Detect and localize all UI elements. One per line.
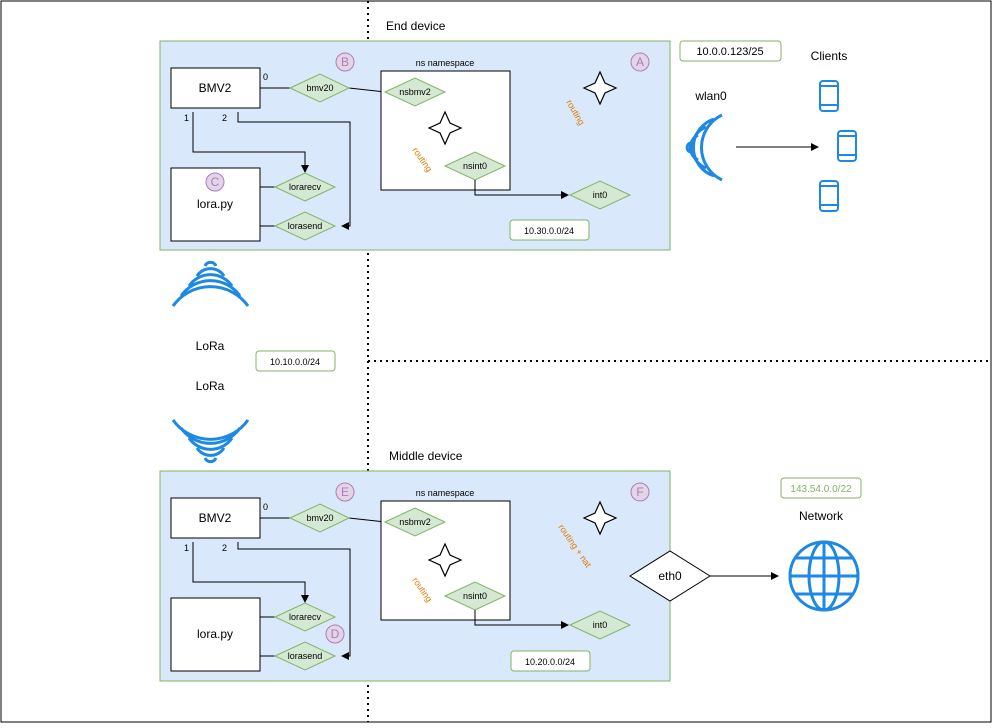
end-ns-title: ns namespace (416, 58, 475, 68)
middle-ns-title: ns namespace (416, 488, 475, 498)
eth0-label: eth0 (658, 569, 682, 583)
lora-bottom-wifi-icon (171, 419, 250, 464)
end-badge-c (205, 172, 225, 192)
network-subnet-box: 143.54.0.0/22 (780, 477, 862, 499)
end-bmv20-label: bmv20 (306, 83, 333, 93)
middle-nsint0-interface (443, 581, 507, 611)
network-subnet-label: 143.54.0.0/22 (790, 484, 852, 495)
end-badge-a-label: A (636, 55, 644, 69)
middle-bmv2-label: BMV2 (199, 511, 232, 525)
middle-device-title: Middle device (389, 449, 463, 463)
middle-subnet-label: 10.20.0.0/24 (525, 657, 575, 667)
end-nsbmv2-label: nsbmv2 (399, 87, 431, 97)
end-subnet-label: 10.30.0.0/24 (524, 226, 574, 236)
network-label: Network (799, 509, 844, 523)
middle-port-2: 2 (222, 543, 227, 553)
middle-bmv20-to-nsbmv2-link (348, 517, 386, 523)
middle-port1-to-lorarecv-arrow (192, 542, 309, 603)
middle-nsbmv2-label: nsbmv2 (399, 517, 431, 527)
end-port-0: 0 (263, 72, 268, 82)
wlan-subnet-label: 10.0.0.123/25 (696, 46, 763, 58)
end-badge-c-label: C (211, 175, 220, 189)
end-int0-label: int0 (593, 190, 608, 200)
end-bmv2-label: BMV2 (199, 81, 232, 95)
end-bmv2-box (170, 67, 261, 109)
end-port2-to-lorasend-arrow (237, 112, 351, 230)
end-nsint0-interface (443, 151, 507, 181)
middle-int0-interface (568, 610, 632, 640)
lora-bottom-label: LoRa (196, 379, 225, 393)
middle-port-0: 0 (263, 502, 268, 512)
end-lorarecv-label: lorarecv (289, 182, 322, 192)
middle-badge-f (630, 482, 650, 502)
middle-badge-f-label: F (636, 485, 643, 499)
middle-port-1: 1 (184, 543, 189, 553)
middle-lora-py-label: lora.py (197, 627, 233, 641)
end-lorasend-label: lorasend (288, 221, 323, 231)
middle-lora-py-box (170, 597, 261, 672)
end-badge-a (630, 52, 650, 72)
lora-top-label: LoRa (196, 339, 225, 353)
middle-nsbmv2-interface (383, 507, 447, 537)
middle-bmv20-label: bmv20 (306, 513, 333, 523)
middle-badge-d (325, 624, 345, 644)
end-badge-b-label: B (341, 55, 349, 69)
end-subnet-box: 10.30.0.0/24 (509, 219, 590, 241)
lora-top-wifi-icon (171, 260, 250, 307)
end-device-title: End device (386, 19, 446, 33)
end-nsint0-to-int0-arrow (474, 180, 569, 199)
end-port-2: 2 (222, 113, 227, 123)
end-int0-interface (568, 180, 632, 210)
wlan0-wifi-icon (685, 113, 723, 182)
end-port1-to-lorarecv-arrow (192, 112, 309, 173)
middle-nsint0-to-int0-arrow (474, 610, 569, 629)
wlan0-label: wlan0 (694, 89, 727, 103)
globe-icon (788, 540, 860, 612)
middle-badge-e-label: E (341, 485, 349, 499)
end-lorarecv-interface (273, 172, 337, 202)
middle-lorarecv-interface (273, 602, 337, 632)
lora-subnet-box: 10.10.0.0/24 (255, 350, 336, 372)
end-bmv20-to-nsbmv2-link (348, 87, 386, 93)
end-lorasend-interface (273, 211, 337, 241)
middle-subnet-box: 10.20.0.0/24 (510, 650, 591, 672)
middle-int0-label: int0 (593, 620, 608, 630)
middle-nsint0-label: nsint0 (463, 591, 487, 601)
end-nsint0-label: nsint0 (463, 161, 487, 171)
client-phone-icon (819, 180, 839, 212)
middle-bmv2-box (170, 497, 261, 539)
middle-bmv20-interface (288, 503, 351, 533)
wlan-subnet-box: 10.0.0.123/25 (679, 40, 782, 62)
middle-badge-d-label: D (331, 627, 340, 641)
end-port-1: 1 (184, 113, 189, 123)
end-lora-py-label: lora.py (197, 197, 233, 211)
clients-label: Clients (811, 49, 848, 63)
middle-lorasend-label: lorasend (288, 651, 323, 661)
middle-lorasend-interface (273, 641, 337, 671)
lora-subnet-label: 10.10.0.0/24 (270, 357, 320, 367)
end-bmv20-interface (288, 73, 351, 103)
middle-badge-e (335, 482, 355, 502)
client-phone-icon (819, 80, 839, 112)
middle-lorarecv-label: lorarecv (289, 612, 322, 622)
middle-port2-to-lorasend-arrow (237, 542, 351, 660)
end-badge-b (335, 52, 355, 72)
end-nsbmv2-interface (383, 77, 447, 107)
client-phone-icon (837, 130, 857, 162)
